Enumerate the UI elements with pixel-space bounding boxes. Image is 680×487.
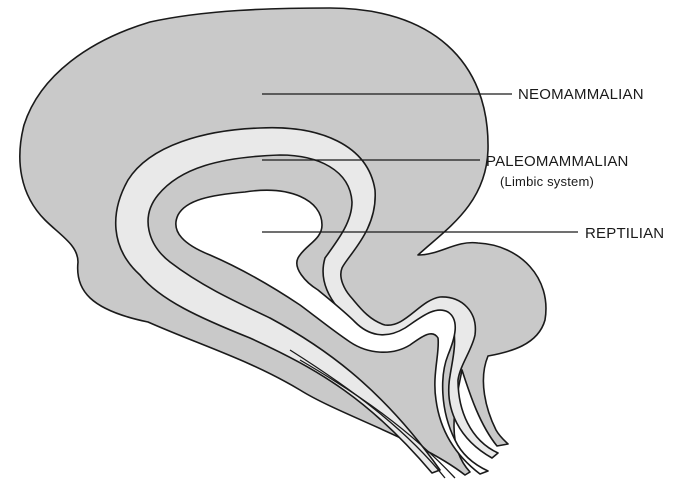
label-paleomammalian: PALEOMAMMALIAN	[486, 153, 629, 170]
label-reptilian: REPTILIAN	[585, 225, 664, 242]
label-neomammalian: NEOMAMMALIAN	[518, 86, 644, 103]
label-limbic-system: (Limbic system)	[500, 174, 594, 189]
